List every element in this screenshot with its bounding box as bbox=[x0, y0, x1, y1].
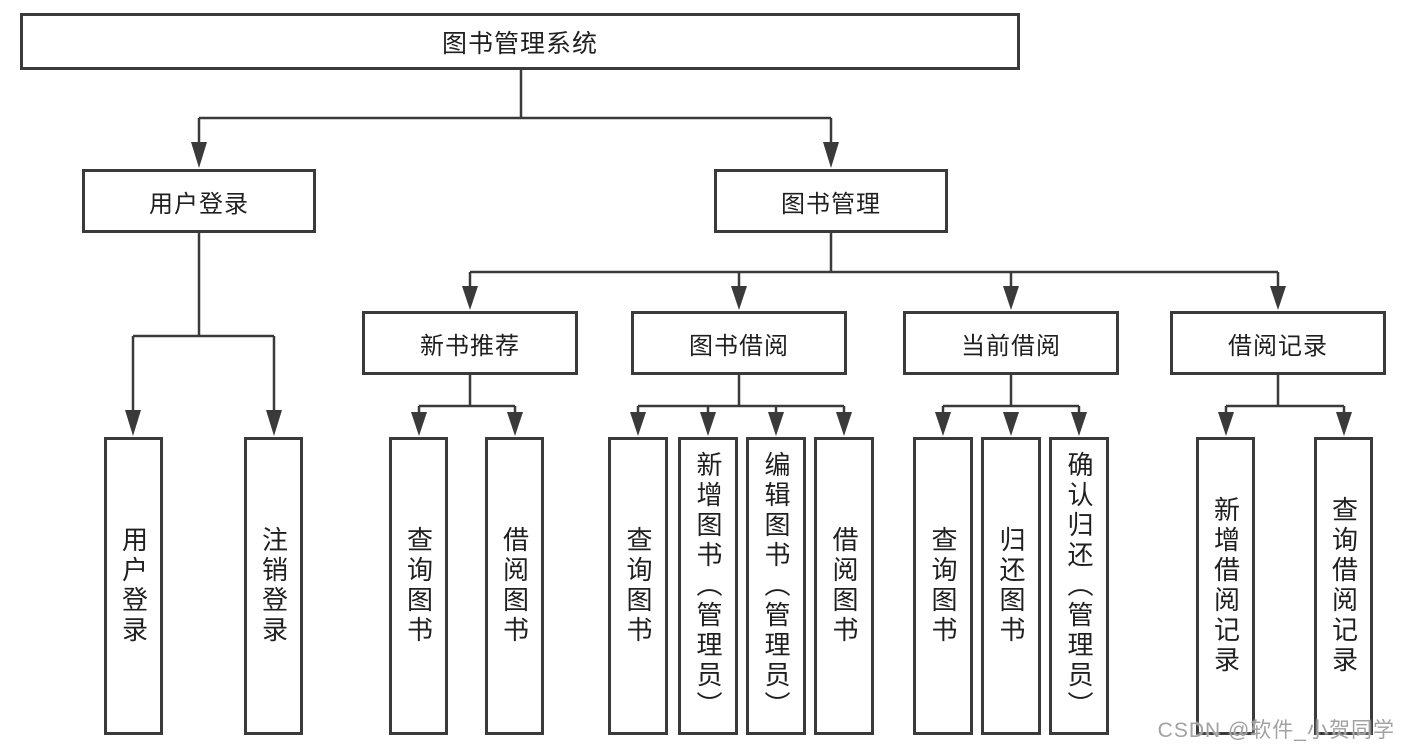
node-borrowing-records-label: 借阅记录 bbox=[1228, 332, 1328, 360]
leaf-query-books-current: 查询图书 bbox=[913, 437, 973, 735]
connector-book-mgmt-to-level3 bbox=[462, 233, 1286, 310]
node-root-library-system: 图书管理系统 bbox=[20, 13, 1020, 70]
leaf-borrow-books-recommend: 借阅图书 bbox=[485, 437, 544, 735]
leaf-query-books-borrow-label: 查询图书 bbox=[623, 526, 653, 646]
node-current-borrowing: 当前借阅 bbox=[903, 311, 1119, 375]
leaf-borrow-books-recommend-label: 借阅图书 bbox=[499, 526, 530, 646]
leaf-query-books-current-label: 查询图书 bbox=[928, 526, 958, 646]
leaf-confirm-return-admin-label: 确认归还（管理员） bbox=[1064, 451, 1094, 721]
leaf-return-books: 归还图书 bbox=[981, 437, 1041, 735]
node-borrowing-records: 借阅记录 bbox=[1170, 311, 1386, 375]
leaf-logout-label: 注销登录 bbox=[258, 526, 289, 646]
csdn-watermark: CSDN @软件_小贺同学 bbox=[1157, 719, 1395, 742]
node-user-login-label: 用户登录 bbox=[149, 190, 249, 218]
leaf-query-books-borrow: 查询图书 bbox=[608, 437, 668, 735]
node-root-label: 图书管理系统 bbox=[441, 29, 598, 58]
leaf-edit-books-admin-label: 编辑图书（管理员） bbox=[761, 451, 791, 721]
leaf-query-borrow-record: 查询借阅记录 bbox=[1314, 437, 1373, 735]
leaf-confirm-return-admin: 确认归还（管理员） bbox=[1049, 437, 1109, 735]
leaf-return-books-label: 归还图书 bbox=[996, 526, 1026, 646]
leaf-query-books-recommend-label: 查询图书 bbox=[403, 526, 434, 646]
connector-current-borrow-to-leaves bbox=[935, 375, 1087, 436]
leaf-query-borrow-record-label: 查询借阅记录 bbox=[1328, 496, 1359, 676]
leaf-borrow-books-label: 借阅图书 bbox=[829, 526, 859, 646]
connector-book-borrow-to-leaves bbox=[630, 375, 852, 436]
connector-user-login-to-leaves bbox=[125, 233, 282, 436]
leaf-edit-books-admin: 编辑图书（管理员） bbox=[746, 437, 806, 735]
leaf-query-books-recommend: 查询图书 bbox=[389, 437, 448, 735]
leaf-add-borrow-record-label: 新增借阅记录 bbox=[1210, 496, 1241, 676]
node-book-management-label: 图书管理 bbox=[781, 190, 881, 218]
node-new-book-recommend-label: 新书推荐 bbox=[420, 332, 520, 360]
node-book-borrowing-label: 图书借阅 bbox=[689, 332, 789, 360]
leaf-add-borrow-record: 新增借阅记录 bbox=[1196, 437, 1255, 735]
leaf-add-books-admin: 新增图书（管理员） bbox=[678, 437, 738, 735]
leaf-add-books-admin-label: 新增图书（管理员） bbox=[693, 451, 723, 721]
node-user-login: 用户登录 bbox=[82, 169, 316, 233]
leaf-user-login: 用户登录 bbox=[104, 437, 163, 735]
node-book-borrowing: 图书借阅 bbox=[631, 311, 847, 375]
node-book-management: 图书管理 bbox=[714, 169, 948, 233]
connector-borrow-records-to-leaves bbox=[1218, 375, 1352, 436]
node-new-book-recommend: 新书推荐 bbox=[362, 311, 578, 375]
leaf-borrow-books: 借阅图书 bbox=[814, 437, 874, 735]
connector-new-book-rec-to-leaves bbox=[411, 375, 523, 436]
connector-root-to-level2 bbox=[191, 70, 839, 168]
leaf-logout: 注销登录 bbox=[244, 437, 303, 735]
node-current-borrowing-label: 当前借阅 bbox=[961, 332, 1061, 360]
leaf-user-login-label: 用户登录 bbox=[118, 526, 149, 646]
